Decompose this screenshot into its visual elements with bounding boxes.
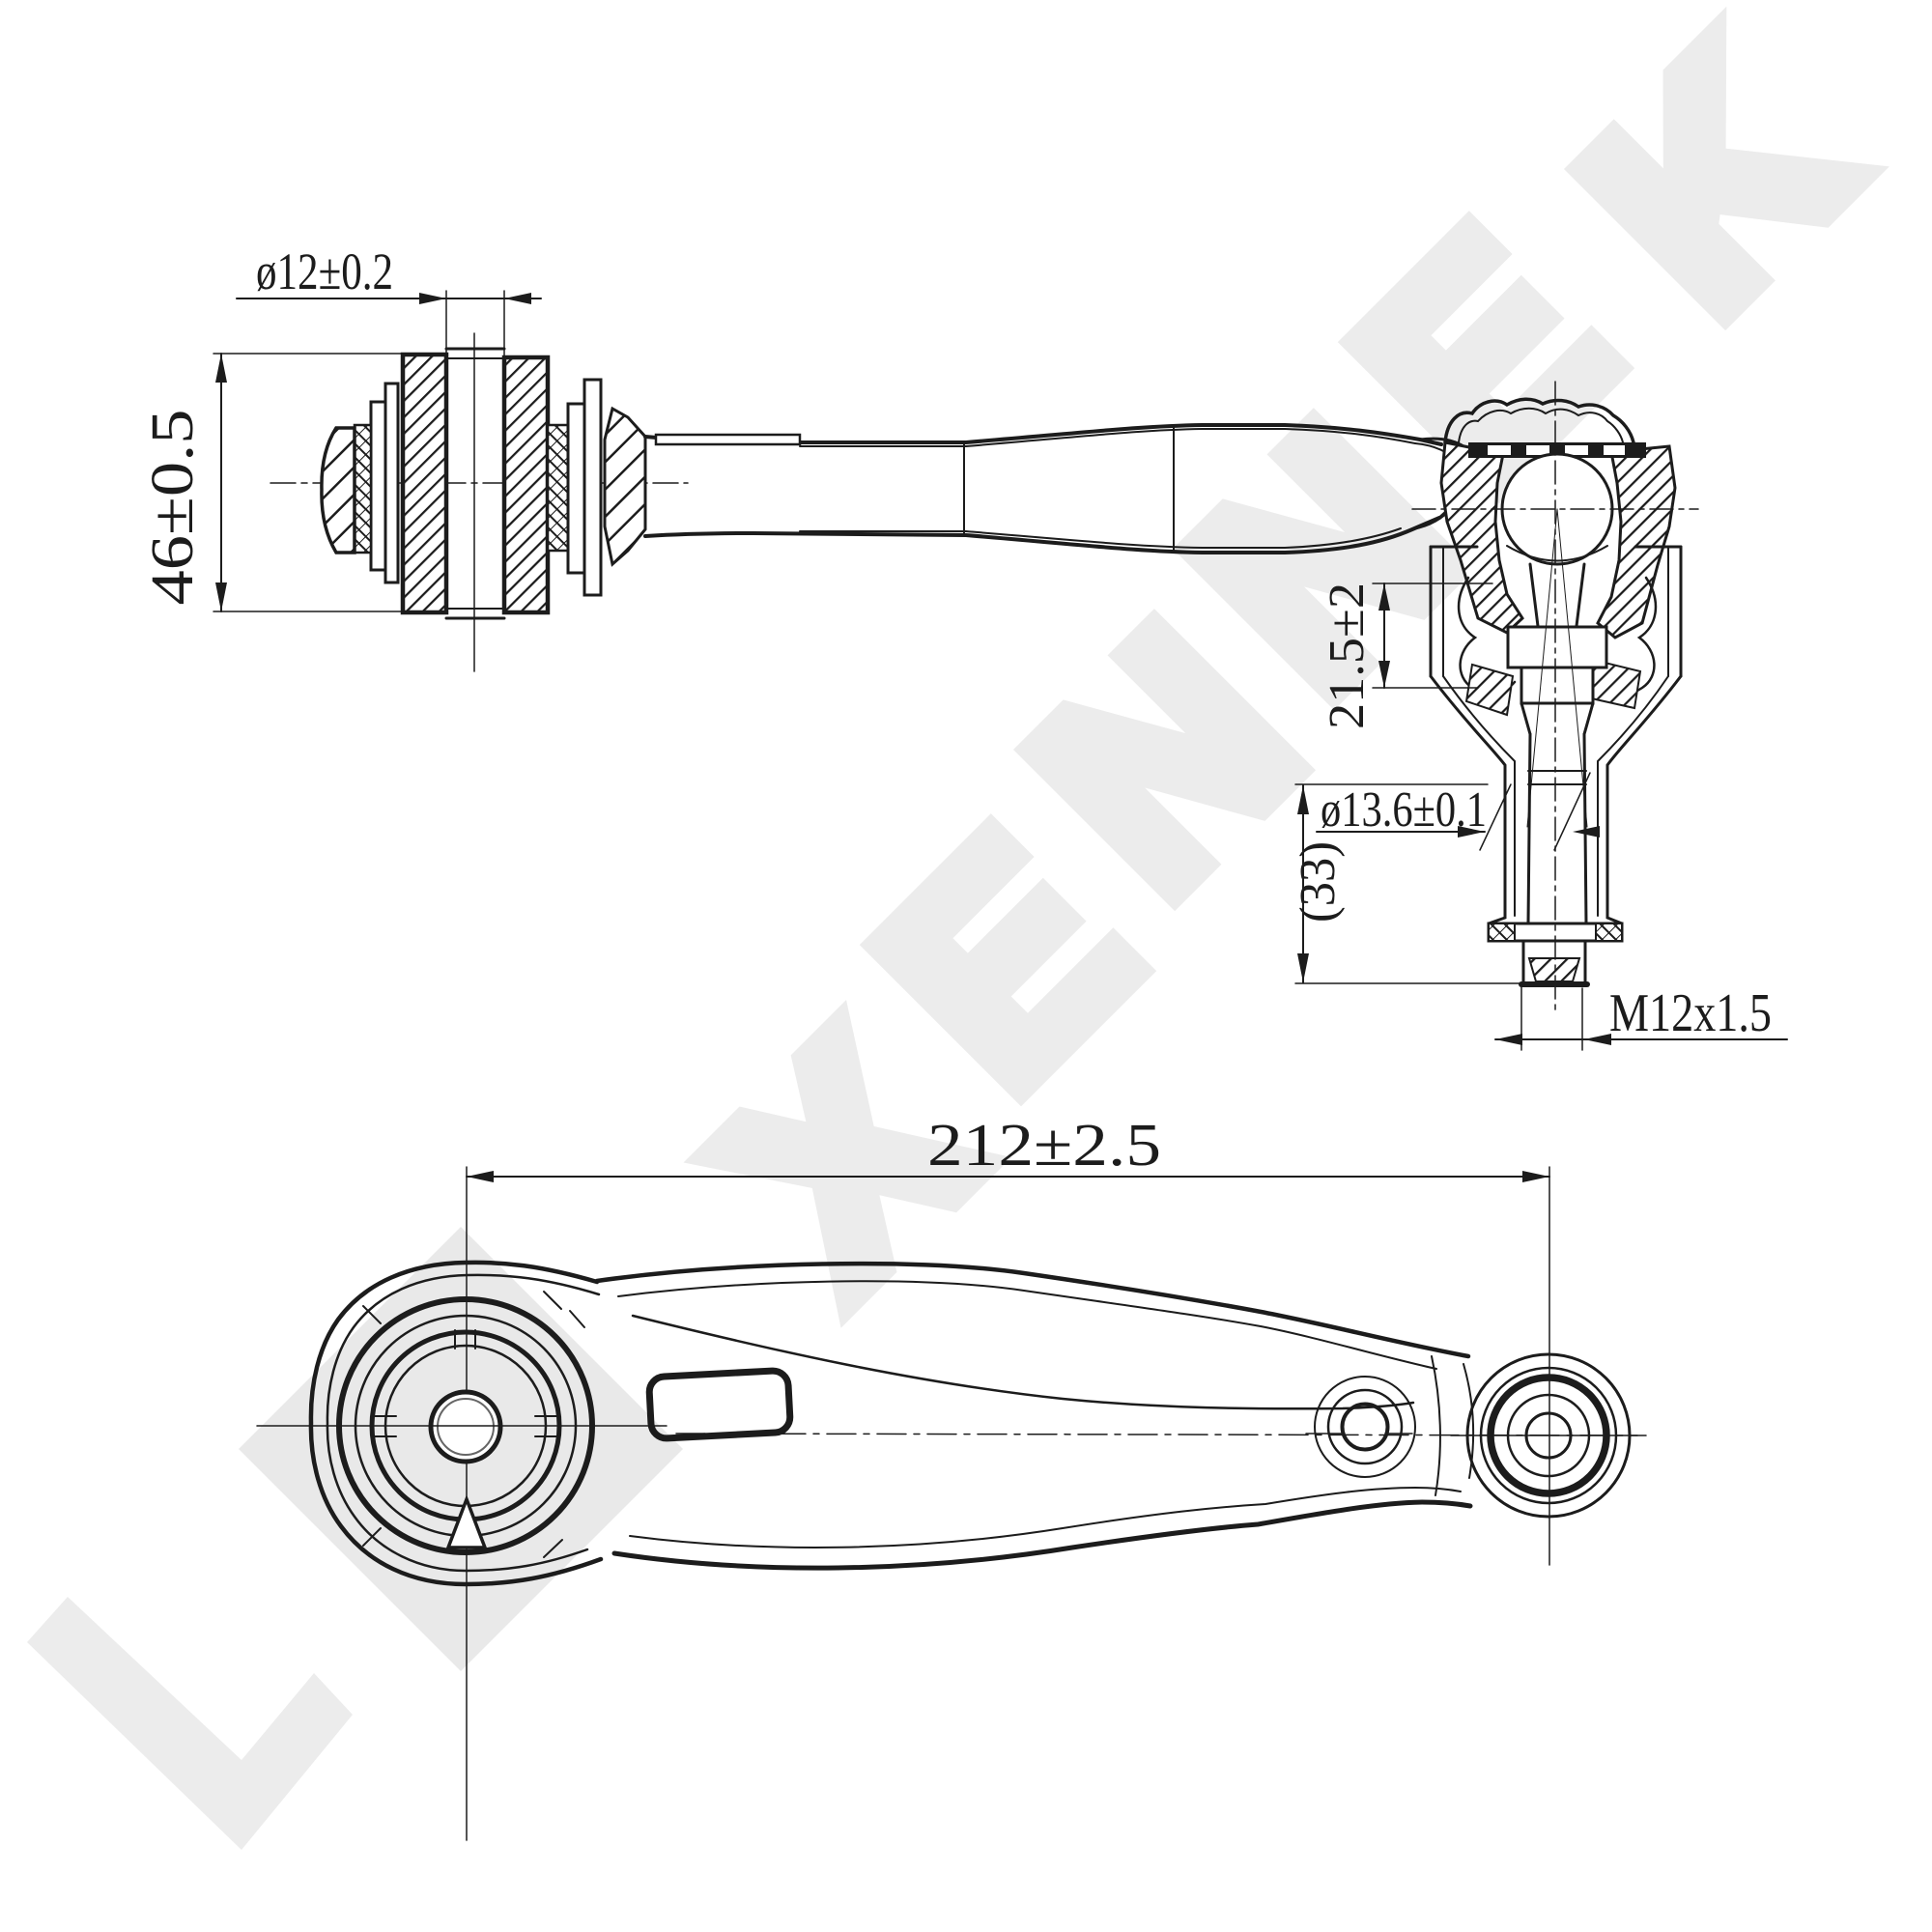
svg-text:212±2.5: 212±2.5 [927, 1113, 1161, 1179]
svg-text:46±0.5: 46±0.5 [140, 410, 206, 606]
svg-text:21.5±2: 21.5±2 [1320, 582, 1375, 729]
svg-text:ø12±0.2: ø12±0.2 [256, 242, 393, 300]
svg-text:(33): (33) [1291, 841, 1346, 923]
svg-text:K: K [1526, 0, 1904, 367]
svg-text:M12x1.5: M12x1.5 [1609, 983, 1772, 1043]
svg-text:ø13.6±0.1: ø13.6±0.1 [1321, 782, 1487, 838]
